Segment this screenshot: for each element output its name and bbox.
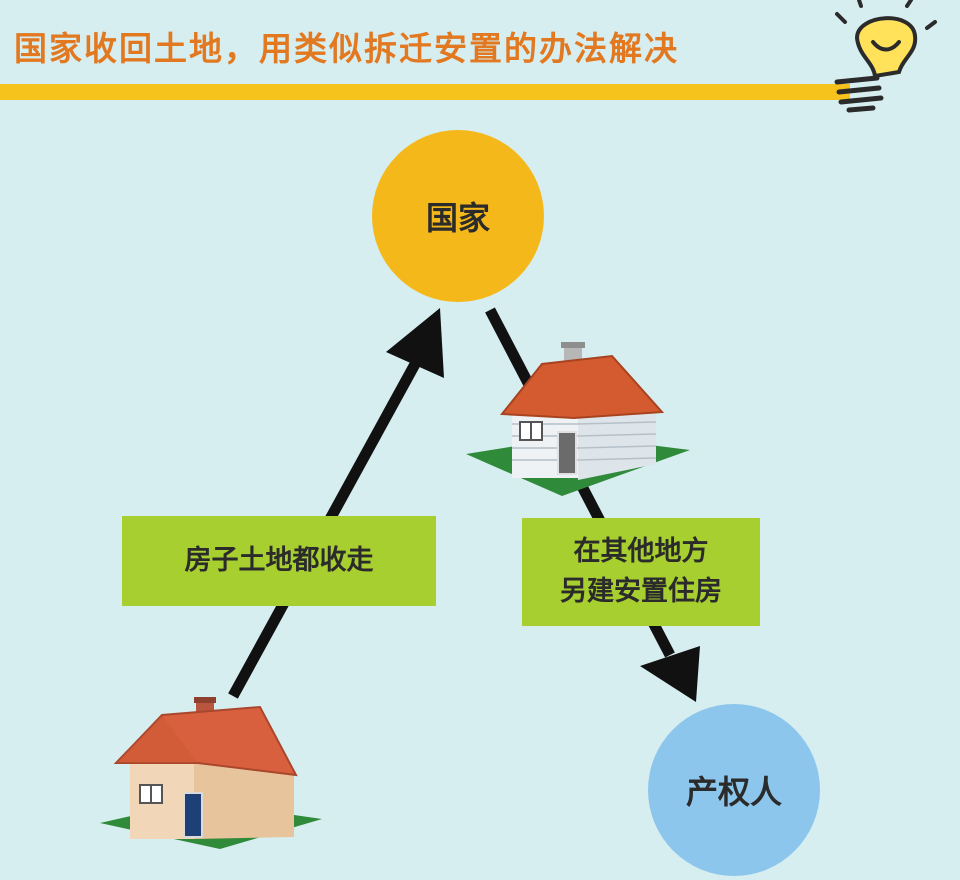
- state-node-label: 国家: [425, 199, 490, 237]
- resettlement-label-line1: 在其他地方: [573, 536, 709, 567]
- arrow-down-head: [640, 646, 700, 702]
- land-taken-label-text: 房子土地都收走: [184, 545, 374, 576]
- arrow-up-head: [386, 308, 444, 378]
- page-title: 国家收回土地，用类似拆迁安置的办法解决: [14, 29, 679, 68]
- state-node: 国家: [372, 130, 544, 302]
- owner-node: 产权人: [648, 704, 820, 876]
- house-icon: [100, 697, 322, 849]
- lightbulb-icon: [834, 0, 937, 113]
- title-underline-bar: [0, 84, 850, 100]
- land-taken-label: 房子土地都收走: [122, 516, 436, 606]
- resettlement-label-line2: 另建安置住房: [560, 576, 722, 607]
- owner-node-label: 产权人: [685, 773, 782, 811]
- house-icon: [466, 342, 690, 496]
- resettlement-label: 在其他地方 另建安置住房: [522, 518, 760, 626]
